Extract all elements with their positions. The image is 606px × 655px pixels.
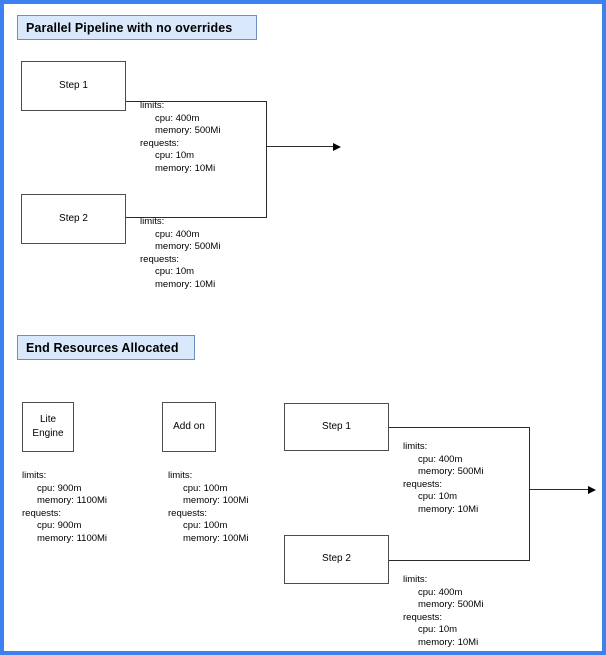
bottom-connector-step-2: [389, 560, 530, 561]
bottom-output-arrow-line: [529, 489, 589, 490]
top-connector-step-1: [126, 101, 267, 102]
top-step-1-spec: limits: cpu: 400m memory: 500Mi requests…: [140, 100, 220, 176]
lite-engine-limits-label: limits:: [22, 470, 47, 481]
top-step-1-requests-label: requests:: [140, 137, 180, 149]
add-on-limits-memory: memory: 100Mi: [183, 495, 249, 507]
bottom-step-1-limits-cpu: cpu: 400m: [418, 453, 463, 465]
lite-engine-box[interactable]: Lite Engine: [22, 402, 74, 452]
bottom-step-1-box[interactable]: Step 1: [284, 403, 389, 451]
bottom-step-1-limits-memory: memory: 500Mi: [418, 466, 484, 478]
top-step-2-requests-memory: memory: 10Mi: [155, 278, 216, 290]
top-connector-bus: [266, 101, 267, 218]
lite-engine-spec: limits: cpu: 900m memory: 1100Mi request…: [22, 470, 107, 546]
lite-engine-label-line1: Lite: [39, 413, 57, 425]
bottom-step-1-spec: limits: cpu: 400m memory: 500Mi requests…: [403, 441, 483, 517]
lite-engine-requests-cpu: cpu: 900m: [37, 520, 82, 532]
top-step-2-requests-label: requests:: [140, 253, 180, 265]
top-step-2-limits-cpu: cpu: 400m: [155, 228, 200, 240]
bottom-step-1-requests-label: requests:: [403, 478, 443, 490]
top-step-2-requests-cpu: cpu: 10m: [155, 266, 195, 278]
top-step-1-label: Step 1: [59, 79, 88, 91]
top-output-arrow-line: [266, 146, 334, 147]
add-on-limits-label: limits:: [168, 470, 193, 481]
top-step-1-requests-memory: memory: 10Mi: [155, 162, 216, 174]
top-step-1-limits-label: limits:: [140, 100, 165, 111]
lite-engine-limits-memory: memory: 1100Mi: [37, 495, 108, 507]
lite-engine-limits-cpu: cpu: 900m: [37, 482, 82, 494]
top-step-1-requests-cpu: cpu: 10m: [155, 150, 195, 162]
bottom-step-1-requests-cpu: cpu: 10m: [418, 491, 458, 503]
top-step-1-limits-cpu: cpu: 400m: [155, 112, 200, 124]
top-step-2-box[interactable]: Step 2: [21, 194, 126, 244]
section-title-end-resources-label: End Resources Allocated: [26, 340, 179, 355]
bottom-connector-step-1: [389, 427, 530, 428]
top-step-2-label: Step 2: [59, 212, 88, 224]
top-output-arrowhead: [333, 142, 341, 151]
top-step-1-limits-memory: memory: 500Mi: [155, 125, 221, 137]
add-on-label: Add on: [173, 420, 205, 432]
add-on-box[interactable]: Add on: [162, 402, 216, 452]
add-on-limits-cpu: cpu: 100m: [183, 482, 228, 494]
top-connector-step-2: [126, 217, 267, 218]
section-title-parallel-pipeline-label: Parallel Pipeline with no overrides: [26, 20, 233, 35]
add-on-requests-memory: memory: 100Mi: [183, 532, 249, 544]
bottom-step-2-requests-memory: memory: 10Mi: [418, 636, 479, 648]
bottom-step-2-limits-cpu: cpu: 400m: [418, 586, 463, 598]
bottom-step-2-limits-memory: memory: 500Mi: [418, 599, 484, 611]
bottom-output-arrowhead: [588, 485, 596, 494]
bottom-step-2-limits-label: limits:: [403, 574, 428, 585]
add-on-requests-cpu: cpu: 100m: [183, 520, 228, 532]
bottom-step-1-limits-label: limits:: [403, 441, 428, 452]
bottom-connector-bus: [529, 427, 530, 560]
bottom-step-1-label: Step 1: [322, 420, 351, 432]
add-on-requests-label: requests:: [168, 507, 208, 519]
bottom-step-2-spec: limits: cpu: 400m memory: 500Mi requests…: [403, 574, 483, 650]
bottom-step-2-requests-label: requests:: [403, 611, 443, 623]
lite-engine-requests-label: requests:: [22, 507, 62, 519]
add-on-spec: limits: cpu: 100m memory: 100Mi requests…: [168, 470, 248, 546]
bottom-step-2-box[interactable]: Step 2: [284, 535, 389, 584]
top-step-2-limits-memory: memory: 500Mi: [155, 241, 221, 253]
top-step-2-limits-label: limits:: [140, 216, 165, 227]
diagram-stage: Parallel Pipeline with no overrides Step…: [4, 4, 602, 651]
top-step-1-box[interactable]: Step 1: [21, 61, 126, 111]
bottom-step-1-requests-memory: memory: 10Mi: [418, 503, 479, 515]
bottom-step-2-label: Step 2: [322, 553, 351, 565]
section-title-parallel-pipeline: Parallel Pipeline with no overrides: [17, 15, 257, 40]
top-step-2-spec: limits: cpu: 400m memory: 500Mi requests…: [140, 216, 220, 292]
lite-engine-label-line2: Engine: [32, 428, 64, 439]
lite-engine-requests-memory: memory: 1100Mi: [37, 532, 108, 544]
bottom-step-2-requests-cpu: cpu: 10m: [418, 624, 458, 636]
section-title-end-resources: End Resources Allocated: [17, 335, 195, 360]
